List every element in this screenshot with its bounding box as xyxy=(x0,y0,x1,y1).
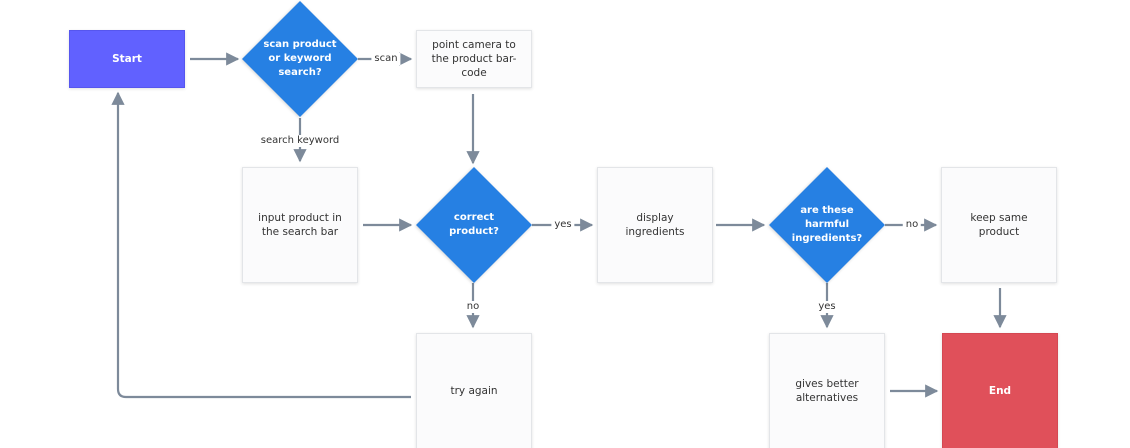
scan-or-search-label: scan product or keyword search? xyxy=(263,39,337,78)
better-alternatives-label: gives better alternatives xyxy=(795,378,859,404)
start-node: Start xyxy=(69,30,185,88)
correct-product-label: correct product? xyxy=(449,212,499,237)
edge-label-yes-correct: yes xyxy=(551,219,575,231)
correct-product-decision: correct product? xyxy=(416,167,532,283)
edge-label-scan: scan xyxy=(371,53,401,65)
try-again-label: try again xyxy=(450,385,498,397)
edge-label-yes-harmful: yes xyxy=(815,301,839,313)
connector-try-again-to-start xyxy=(111,91,411,399)
edge-label-search-keyword: search keyword xyxy=(257,135,343,147)
harmful-ingredients-label: are these harmful ingredients? xyxy=(791,205,863,244)
end-node: End xyxy=(942,333,1058,448)
point-camera-node: point camera to the product bar-code xyxy=(416,30,532,88)
keep-same-product-node: keep same product xyxy=(941,167,1057,283)
display-ingredients-label: display ingredients xyxy=(625,212,685,238)
better-alternatives-node: gives better alternatives xyxy=(769,333,885,448)
start-label: Start xyxy=(112,53,142,65)
display-ingredients-node: display ingredients xyxy=(597,167,713,283)
point-camera-label: point camera to the product bar-code xyxy=(431,39,517,79)
try-again-node: try again xyxy=(416,333,532,448)
scan-or-search-decision: scan product or keyword search? xyxy=(242,1,358,117)
end-label: End xyxy=(988,385,1012,397)
edge-label-no-harmful: no xyxy=(902,219,922,231)
input-product-label: input product in the search bar xyxy=(258,212,342,238)
harmful-ingredients-decision: are these harmful ingredients? xyxy=(769,167,885,283)
input-product-node: input product in the search bar xyxy=(242,167,358,283)
edge-label-no-correct: no xyxy=(463,301,483,313)
keep-same-product-label: keep same product xyxy=(970,212,1028,238)
